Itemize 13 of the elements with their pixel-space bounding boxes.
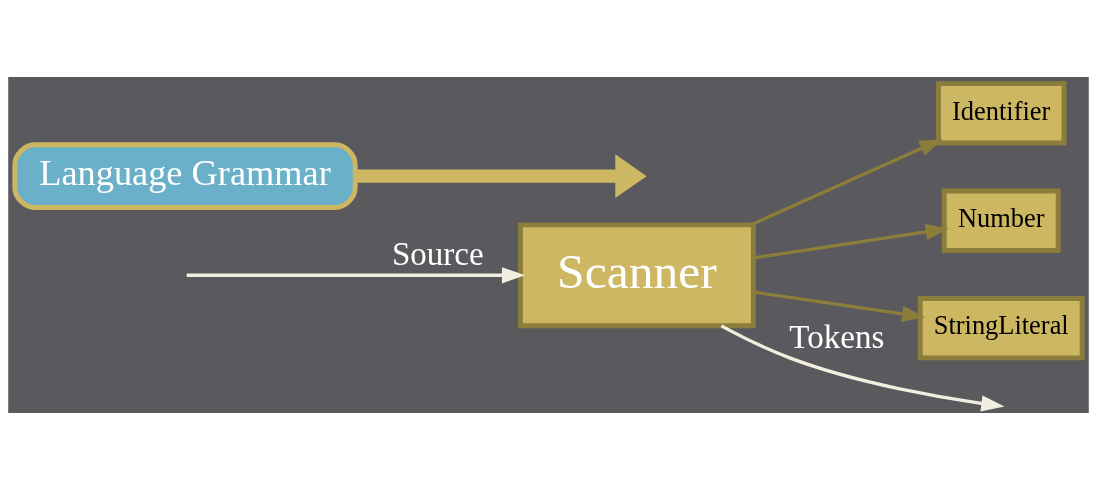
node-box: StringLiteral xyxy=(917,295,1085,361)
arrow xyxy=(753,223,949,260)
arrow xyxy=(355,154,647,199)
node-box: Number xyxy=(941,188,1061,253)
node-box: Scanner xyxy=(517,222,756,329)
arrow xyxy=(753,290,926,322)
arrow xyxy=(750,138,943,227)
edge-label: Source xyxy=(391,236,484,273)
node-box: Language Grammar xyxy=(12,142,358,210)
node-box: Identifier xyxy=(935,81,1067,146)
arrow xyxy=(186,267,526,284)
edge-label: Tokens xyxy=(789,318,885,355)
arrow xyxy=(720,324,1005,412)
